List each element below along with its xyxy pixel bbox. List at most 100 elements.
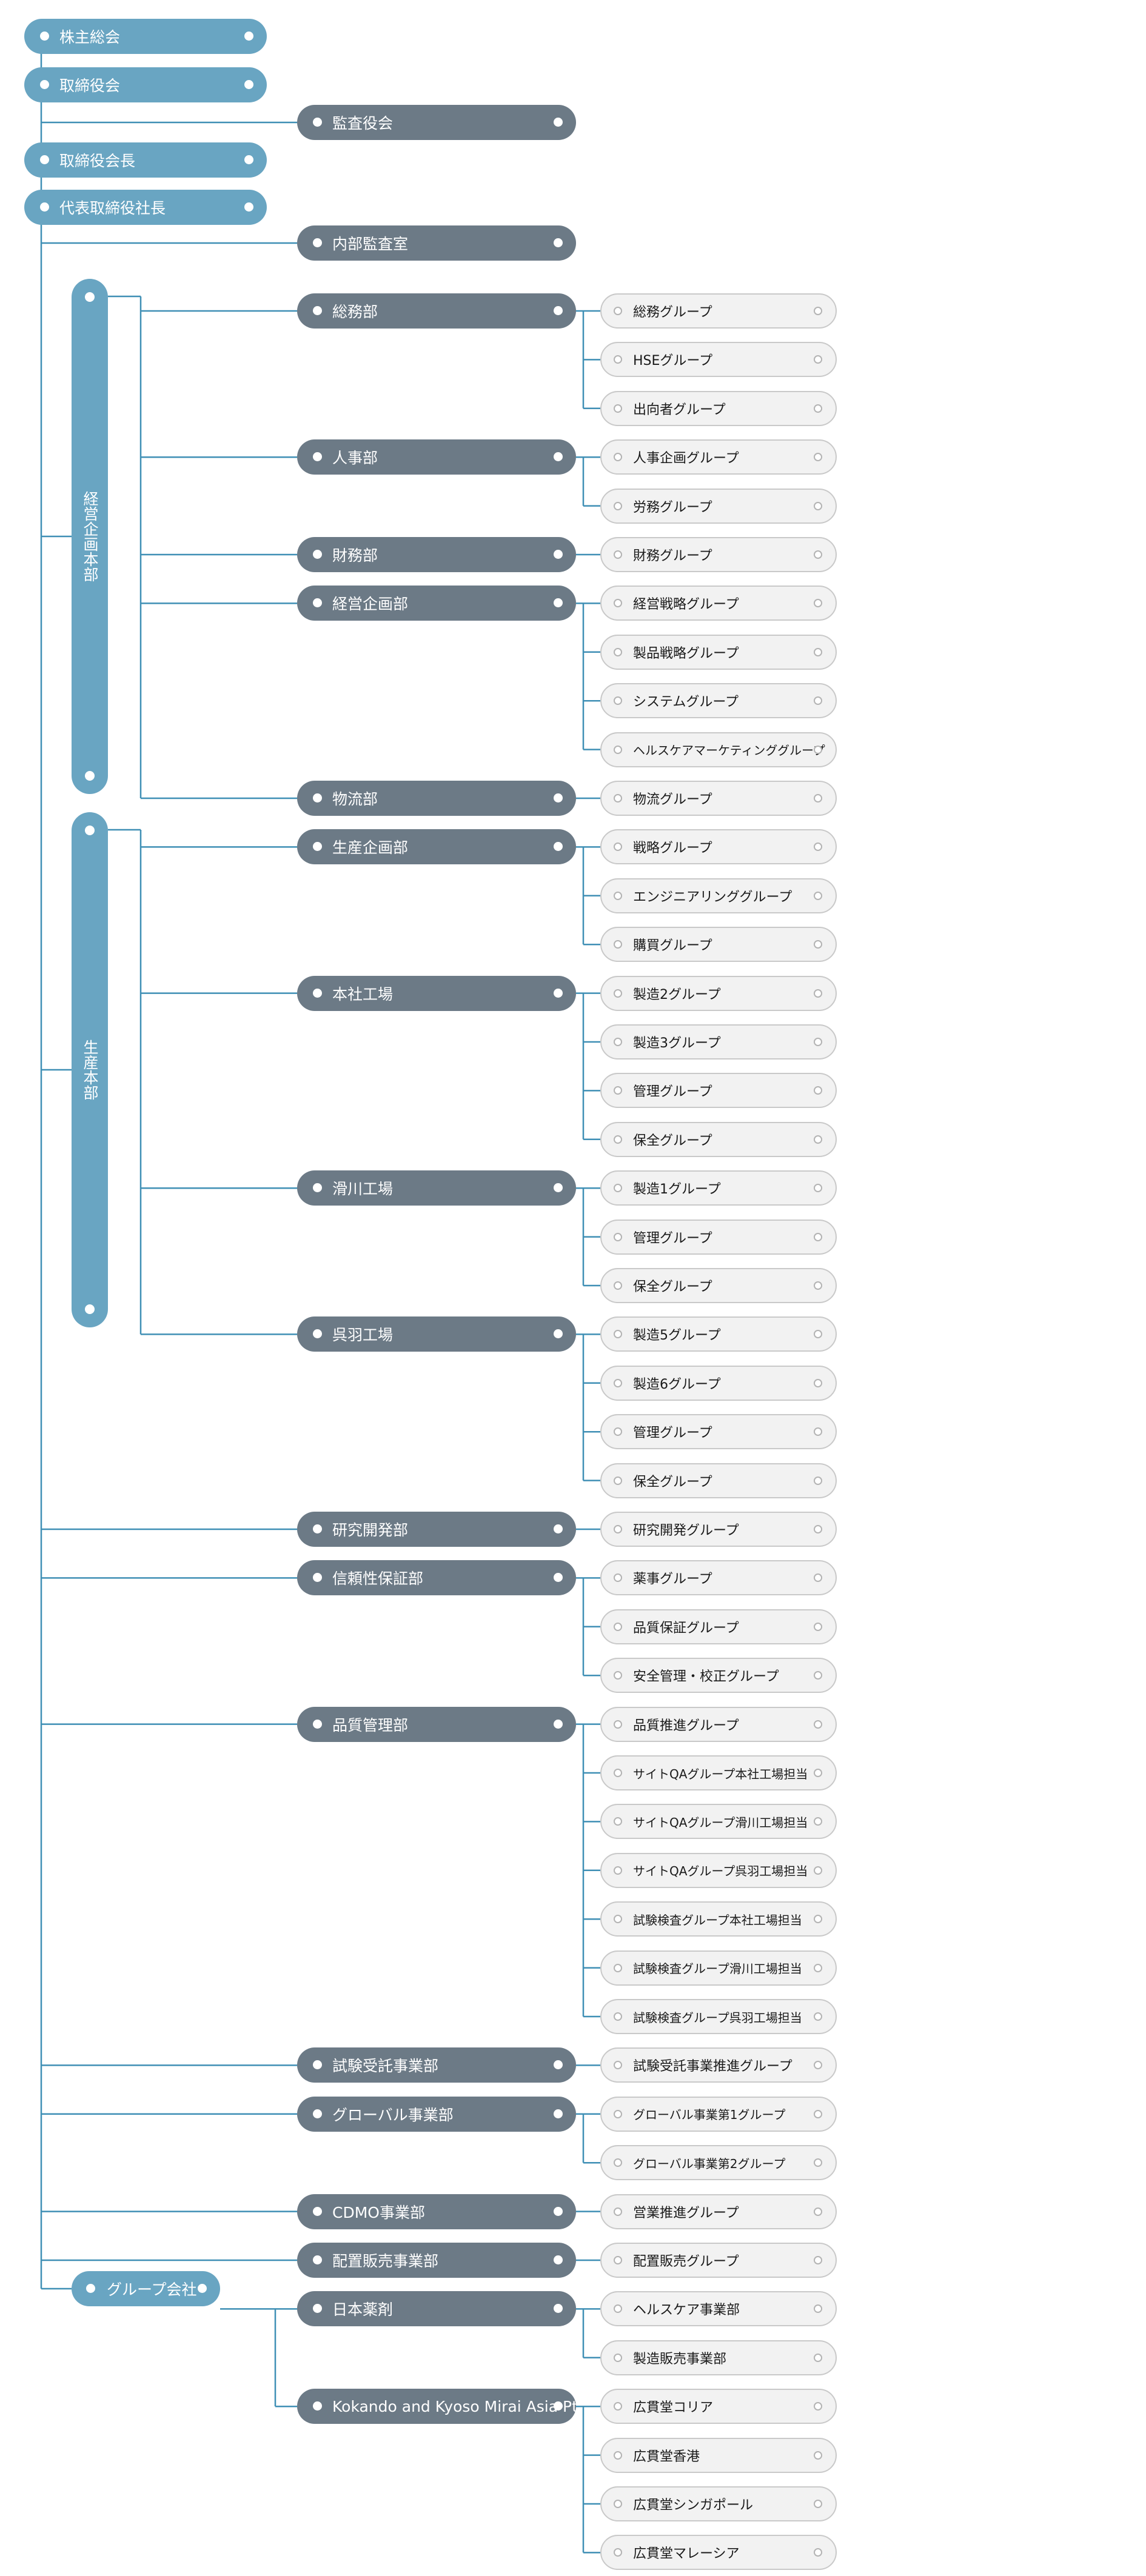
group-node[interactable]: 研究開発グループ	[600, 1512, 837, 1547]
group-node[interactable]: 保全グループ	[600, 1121, 837, 1157]
node-dot-icon	[554, 988, 563, 998]
group-node[interactable]: 経営戦略グループ	[600, 586, 837, 621]
department-node[interactable]: 日本薬剤	[297, 2291, 576, 2327]
department-node[interactable]: CDMO事業部	[297, 2194, 576, 2229]
department-node[interactable]: 経営企画部	[297, 586, 576, 621]
group-node[interactable]: システムグループ	[600, 683, 837, 719]
node-label: 財務グループ	[633, 549, 712, 564]
group-node[interactable]: 製造販売事業部	[600, 2340, 837, 2375]
node-shareholders[interactable]: 株主総会	[24, 19, 267, 54]
group-node[interactable]: エンジニアリンググループ	[600, 878, 837, 913]
node-dot-icon	[313, 452, 322, 462]
group-node[interactable]: 財務グループ	[600, 537, 837, 572]
group-node[interactable]: サイトQAグループ呉羽工場担当	[600, 1852, 837, 1888]
group-node[interactable]: ヘルスケア事業部	[600, 2291, 837, 2327]
node-chairman[interactable]: 取締役会長	[24, 142, 267, 178]
group-node[interactable]: 試験受託事業推進グループ	[600, 2047, 837, 2083]
node-president[interactable]: 代表取締役社長	[24, 190, 267, 225]
group-node[interactable]: 試験検査グループ呉羽工場担当	[600, 1999, 837, 2034]
group-node[interactable]: 管理グループ	[600, 1073, 837, 1109]
group-node[interactable]: 人事企画グループ	[600, 439, 837, 475]
group-node[interactable]: 広貫堂コリア	[600, 2389, 837, 2424]
node-label: 薬事グループ	[633, 1572, 712, 1587]
node-dot-icon	[814, 2109, 822, 2118]
group-node[interactable]: 保全グループ	[600, 1463, 837, 1498]
node-dot-icon	[313, 598, 322, 608]
group-node[interactable]: 安全管理・校正グループ	[600, 1658, 837, 1693]
node-dot-icon	[814, 696, 822, 706]
group-node[interactable]: 戦略グループ	[600, 829, 837, 865]
group-node[interactable]: 製造3グループ	[600, 1024, 837, 1059]
group-node[interactable]: 薬事グループ	[600, 1560, 837, 1596]
department-node[interactable]: 物流部	[297, 781, 576, 816]
group-node[interactable]: 製品戦略グループ	[600, 634, 837, 670]
department-node[interactable]: 研究開発部	[297, 1512, 576, 1547]
node-dot-icon	[614, 2451, 622, 2460]
department-node[interactable]: 人事部	[297, 439, 576, 475]
group-node[interactable]: 広貫堂マレーシア	[600, 2535, 837, 2571]
department-node[interactable]: 本社工場	[297, 975, 576, 1011]
group-node[interactable]: 物流グループ	[600, 781, 837, 816]
group-node[interactable]: グローバル事業第1グループ	[600, 2096, 837, 2132]
department-node[interactable]: 総務部	[297, 293, 576, 329]
group-node[interactable]: 広貫堂シンガポール	[600, 2486, 837, 2521]
department-node[interactable]: グローバル事業部	[297, 2096, 576, 2132]
department-node[interactable]: 信頼性保証部	[297, 1560, 576, 1596]
group-node[interactable]: 品質推進グループ	[600, 1706, 837, 1742]
group-node[interactable]: 出向者グループ	[600, 390, 837, 426]
group-node[interactable]: 試験検査グループ滑川工場担当	[600, 1950, 837, 1986]
group-node[interactable]: 製造6グループ	[600, 1365, 837, 1401]
group-node[interactable]: 総務グループ	[600, 293, 837, 329]
node-internal-audit[interactable]: 内部監査室	[297, 225, 576, 261]
node-label: 保全グループ	[633, 1133, 712, 1149]
department-node[interactable]: 生産企画部	[297, 829, 576, 865]
department-node[interactable]: Kokando and Kyoso Mirai Asia Pte. Ltd	[297, 2389, 576, 2424]
node-label: グローバル事業第1グループ	[633, 2107, 786, 2123]
node-label: 広貫堂マレーシア	[633, 2546, 740, 2562]
node-label: 管理グループ	[633, 1084, 712, 1100]
group-node[interactable]: HSEグループ	[600, 342, 837, 378]
group-node[interactable]: 製造5グループ	[600, 1316, 837, 1352]
node-dot-icon	[244, 202, 253, 212]
group-node[interactable]: 購買グループ	[600, 927, 837, 963]
node-dot-icon	[313, 2401, 322, 2411]
department-node[interactable]: 配置販売事業部	[297, 2243, 576, 2278]
group-node[interactable]: 労務グループ	[600, 488, 837, 524]
group-node[interactable]: 広貫堂香港	[600, 2437, 837, 2473]
node-label: 人事企画グループ	[633, 451, 739, 467]
node-dot-icon	[313, 2060, 322, 2070]
group-node[interactable]: 営業推進グループ	[600, 2194, 837, 2229]
group-node[interactable]: 管理グループ	[600, 1414, 837, 1450]
department-node[interactable]: 滑川工場	[297, 1170, 576, 1206]
group-node[interactable]: サイトQAグループ滑川工場担当	[600, 1804, 837, 1840]
group-node[interactable]: 品質保証グループ	[600, 1609, 837, 1644]
division-management-planning[interactable]: 経営企画本部	[72, 279, 108, 794]
node-dot-icon	[313, 1573, 322, 1583]
node-board[interactable]: 取締役会	[24, 67, 267, 102]
node-dot-icon	[198, 2284, 207, 2293]
node-dot-icon	[814, 1915, 822, 1924]
group-node[interactable]: サイトQAグループ本社工場担当	[600, 1755, 837, 1790]
node-dot-icon	[614, 1671, 622, 1680]
department-node[interactable]: 財務部	[297, 537, 576, 572]
group-node[interactable]: 配置販売グループ	[600, 2243, 837, 2278]
group-node[interactable]: 試験検査グループ本社工場担当	[600, 1901, 837, 1937]
group-node[interactable]: 製造2グループ	[600, 975, 837, 1011]
node-dot-icon	[313, 2304, 322, 2314]
group-node[interactable]: 製造1グループ	[600, 1170, 837, 1206]
node-dot-icon	[614, 745, 622, 754]
node-dot-icon	[554, 2304, 563, 2314]
department-node[interactable]: 品質管理部	[297, 1706, 576, 1742]
group-node[interactable]: グローバル事業第2グループ	[600, 2145, 837, 2181]
node-dot-icon	[244, 155, 253, 164]
division-production[interactable]: 生産本部	[72, 812, 108, 1327]
node-dot-icon	[614, 794, 622, 802]
group-node[interactable]: 保全グループ	[600, 1268, 837, 1303]
group-node[interactable]: 管理グループ	[600, 1219, 837, 1255]
department-node[interactable]: 呉羽工場	[297, 1316, 576, 1352]
node-group-companies[interactable]: グループ会社	[72, 2271, 220, 2306]
node-dot-icon	[814, 1427, 822, 1436]
node-auditors[interactable]: 監査役会	[297, 105, 576, 140]
department-node[interactable]: 試験受託事業部	[297, 2047, 576, 2083]
group-node[interactable]: ヘルスケアマーケティンググループ	[600, 732, 837, 767]
